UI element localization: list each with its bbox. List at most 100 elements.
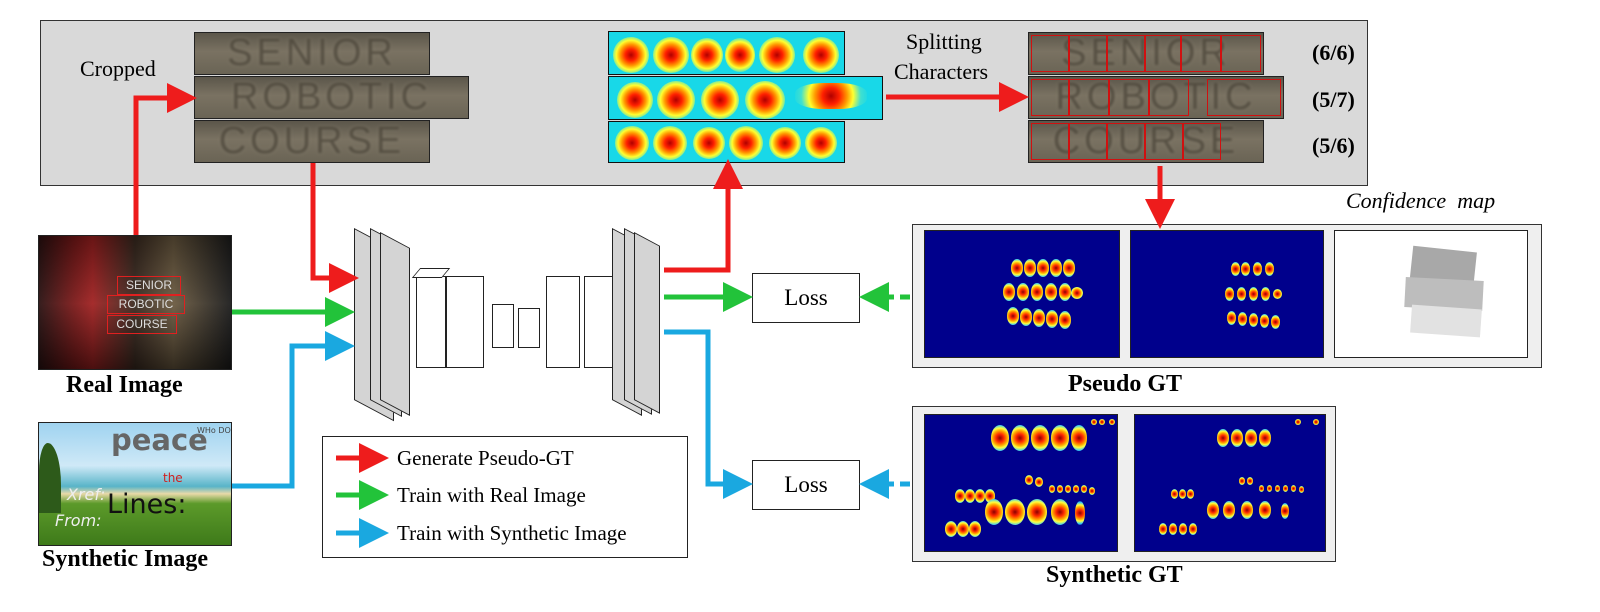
gt-dot bbox=[1050, 259, 1062, 277]
pseudo-gt-map-2 bbox=[1130, 230, 1324, 358]
gt-dot bbox=[1024, 259, 1036, 277]
split-word-2: ROBOTIC bbox=[1028, 76, 1284, 119]
heat-blob bbox=[805, 127, 837, 159]
synthetic-text-corner: WHo DO bbox=[197, 426, 231, 435]
confidence-map-label: Confidence map bbox=[1346, 188, 1496, 213]
gt-dot bbox=[975, 489, 985, 503]
heatmap-word-1 bbox=[608, 31, 845, 75]
gt-dot bbox=[1259, 429, 1271, 447]
gt-dot bbox=[945, 521, 957, 537]
gt-dot bbox=[1299, 486, 1304, 493]
split-word-3-text: COURSE bbox=[1052, 120, 1240, 162]
heat-blob bbox=[729, 126, 763, 160]
arrow-synthetic-to-network bbox=[232, 331, 356, 489]
gt-dot bbox=[1261, 287, 1270, 301]
gt-dot bbox=[1099, 419, 1105, 425]
gt-dot bbox=[1081, 485, 1087, 493]
legend-label-train-real: Train with Real Image bbox=[397, 483, 586, 507]
real-text-box-1: SENIOR bbox=[117, 276, 181, 295]
char-box bbox=[1107, 123, 1145, 160]
cropped-label: Cropped bbox=[80, 56, 156, 81]
heat-blob bbox=[795, 83, 867, 109]
synthetic-gt-label: Synthetic GT bbox=[1046, 562, 1183, 588]
gt-dot bbox=[1253, 262, 1262, 276]
gt-dot bbox=[1075, 501, 1085, 525]
gt-dot bbox=[1059, 311, 1071, 329]
gt-dot bbox=[1169, 523, 1177, 535]
confidence-map bbox=[1334, 230, 1528, 358]
gt-dot bbox=[1267, 485, 1272, 492]
gt-dot bbox=[1035, 477, 1043, 487]
heat-blob bbox=[653, 126, 687, 160]
gt-dot bbox=[965, 489, 975, 503]
split-word-2-text: ROBOTIC bbox=[1055, 76, 1257, 118]
gt-dot bbox=[1260, 314, 1269, 328]
gt-dot bbox=[1046, 310, 1058, 328]
gt-dot bbox=[957, 521, 969, 537]
gt-dot bbox=[1059, 283, 1071, 301]
gt-dot bbox=[1051, 499, 1069, 525]
heat-blob bbox=[693, 127, 725, 159]
heat-blob bbox=[725, 38, 755, 72]
char-box bbox=[1145, 35, 1181, 72]
gt-dot bbox=[1005, 499, 1025, 525]
heat-blob bbox=[615, 126, 649, 160]
gt-dot bbox=[1025, 475, 1033, 485]
fraction-word-1: (6/6) bbox=[1312, 40, 1355, 65]
char-box bbox=[1107, 35, 1145, 72]
char-box bbox=[1183, 123, 1221, 160]
real-text-box-2: ROBOTIC bbox=[107, 295, 185, 314]
real-text-2: ROBOTIC bbox=[118, 297, 174, 311]
char-box bbox=[1109, 79, 1149, 116]
synthetic-text-lines: Lines: bbox=[107, 489, 187, 520]
char-box bbox=[1031, 35, 1069, 72]
gt-dot bbox=[1249, 287, 1258, 301]
char-box bbox=[1031, 79, 1069, 116]
gt-dot bbox=[1249, 313, 1258, 327]
split-word-1: SENIOR bbox=[1028, 32, 1264, 75]
splitting-label-line2: Characters bbox=[894, 59, 989, 84]
char-box bbox=[1031, 123, 1069, 160]
gt-dot bbox=[985, 489, 995, 503]
real-image: SENIOR ROBOTIC COURSE bbox=[38, 235, 232, 370]
heatmap-word-3 bbox=[608, 121, 845, 163]
real-text-1: SENIOR bbox=[125, 278, 172, 292]
heat-blob bbox=[653, 37, 689, 73]
heat-blob bbox=[769, 127, 801, 159]
gt-dot bbox=[1031, 283, 1043, 301]
gt-dot bbox=[1247, 477, 1253, 485]
gt-dot bbox=[1071, 425, 1087, 451]
char-box bbox=[1069, 35, 1107, 72]
gt-dot bbox=[1259, 485, 1264, 492]
real-image-shade bbox=[39, 236, 231, 369]
gt-dot bbox=[1027, 499, 1047, 525]
arrow-network-to-loss-synthetic bbox=[664, 329, 754, 499]
network-model bbox=[350, 224, 670, 422]
gt-dot bbox=[1217, 429, 1229, 447]
gt-dot bbox=[991, 425, 1009, 451]
gt-dot bbox=[1159, 523, 1167, 535]
gt-dot bbox=[1237, 287, 1246, 301]
encoder-block-2 bbox=[446, 276, 484, 368]
encoder-block-3 bbox=[492, 304, 514, 348]
gt-dot bbox=[1245, 429, 1257, 447]
cropped-word-3: COURSE bbox=[194, 120, 430, 163]
gt-dot bbox=[1241, 501, 1253, 519]
synthetic-image: peace WHo DO the Xref: Lines: From: bbox=[38, 422, 232, 546]
loss-box-synthetic: Loss bbox=[752, 460, 860, 510]
gt-dot bbox=[1171, 489, 1178, 499]
synthetic-gt-map-2 bbox=[1134, 414, 1326, 552]
pseudo-gt-map-1 bbox=[924, 230, 1120, 358]
gt-dot bbox=[1045, 283, 1057, 301]
char-box bbox=[1207, 79, 1281, 116]
legend-label-train-synthetic: Train with Synthetic Image bbox=[397, 521, 627, 545]
synthetic-text-xref: Xref: bbox=[67, 485, 106, 504]
split-word-1-text: SENIOR bbox=[1061, 32, 1231, 74]
gt-dot bbox=[1241, 262, 1250, 276]
cropped-word-2-text: ROBOTIC bbox=[230, 76, 433, 118]
heat-blob bbox=[803, 37, 839, 73]
char-box bbox=[1069, 123, 1107, 160]
cropped-word-1-text: SENIOR bbox=[227, 32, 397, 74]
gt-dot bbox=[1073, 485, 1079, 493]
gt-dot bbox=[1313, 419, 1319, 425]
